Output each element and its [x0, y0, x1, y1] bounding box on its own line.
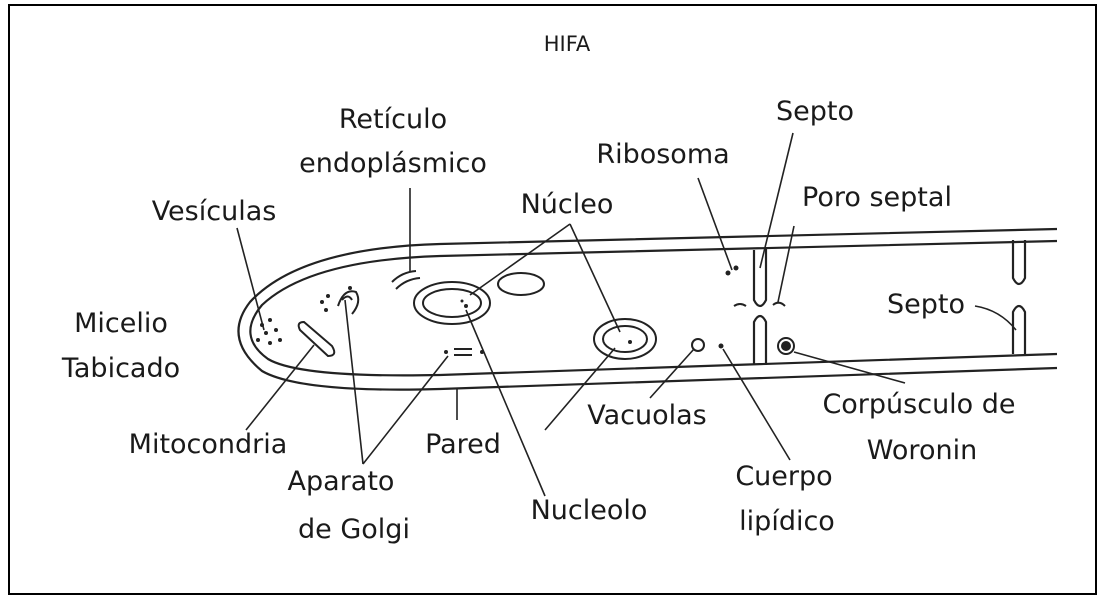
nucleolus-2	[628, 340, 632, 344]
leader-septo-right	[975, 306, 1016, 330]
leader-nucleo-1	[470, 224, 570, 295]
golgi-vesicle-1	[320, 300, 324, 304]
leader-mitocondria	[246, 345, 314, 430]
golgi-vesicle-3	[324, 308, 328, 312]
mitochondrion	[299, 322, 335, 356]
tip-vesicle-4	[274, 328, 278, 332]
nucleolus-1b	[461, 300, 464, 303]
tip-vesicle-7	[278, 338, 282, 342]
leader-woronin	[794, 352, 905, 383]
ribosome-2	[734, 266, 739, 271]
label-nucleolo: Nucleolo	[531, 495, 648, 526]
septal-pore-mark-right	[773, 303, 785, 306]
label-vacuolas: Vacuolas	[587, 400, 707, 431]
label-mitocondria: Mitocondria	[129, 429, 288, 460]
label-micelio-line2: Tabicado	[61, 353, 180, 384]
leader-cuerpo	[723, 349, 790, 460]
label-vesiculas: Vesículas	[152, 196, 277, 227]
septum-1-bottom	[754, 316, 766, 365]
leader-poro	[778, 226, 794, 302]
label-pared: Pared	[425, 429, 501, 460]
woronin-body-core	[781, 341, 791, 351]
nucleus-2-inner	[603, 326, 647, 352]
label-septo-right: Septo	[887, 289, 965, 320]
golgi-vesicle-4	[348, 286, 352, 290]
label-septo-top: Septo	[776, 96, 854, 127]
label-cuerpo-line2: lipídico	[739, 506, 835, 537]
granule-1	[444, 350, 448, 354]
leader-vacuolas	[650, 349, 694, 398]
wall-granules	[454, 349, 472, 355]
tip-vesicle-5	[268, 341, 272, 345]
septum-2-top	[1013, 240, 1025, 284]
leader-ribosoma	[698, 178, 732, 270]
tip-vesicle-6	[256, 338, 260, 342]
tip-vesicle-3	[264, 331, 268, 335]
septal-pore-mark-left	[734, 304, 746, 306]
label-poro-septal: Poro septal	[802, 182, 952, 213]
diagram-title: HIFA	[544, 32, 591, 56]
label-ribosoma: Ribosoma	[596, 139, 729, 170]
label-micelio-line1: Micelio	[74, 308, 168, 339]
label-golgi-line2: de Golgi	[298, 514, 410, 545]
label-nucleo: Núcleo	[521, 189, 614, 220]
septum-1-top	[754, 248, 766, 306]
nucleolus-1	[464, 304, 468, 308]
label-cuerpo-line1: Cuerpo	[735, 461, 832, 492]
lipid-body	[719, 344, 724, 349]
ribosome-1	[726, 271, 731, 276]
label-reticulo-line1: Retículo	[339, 104, 447, 135]
label-woronin-line1: Corpúsculo de	[822, 389, 1015, 420]
leader-nucleolo-1	[466, 310, 545, 496]
golgi-apparatus	[338, 291, 358, 314]
label-golgi-line1: Aparato	[288, 466, 395, 497]
label-woronin-line2: Woronin	[867, 435, 977, 466]
tip-vesicle-2	[268, 318, 272, 322]
leader-golgi-1	[345, 300, 363, 464]
endoplasmic-reticulum	[392, 271, 420, 289]
golgi-vesicle-2	[326, 294, 330, 298]
vacuole-ellipse	[498, 273, 544, 295]
septum-2-bottom	[1013, 306, 1025, 354]
label-reticulo-line2: endoplásmico	[299, 148, 487, 179]
